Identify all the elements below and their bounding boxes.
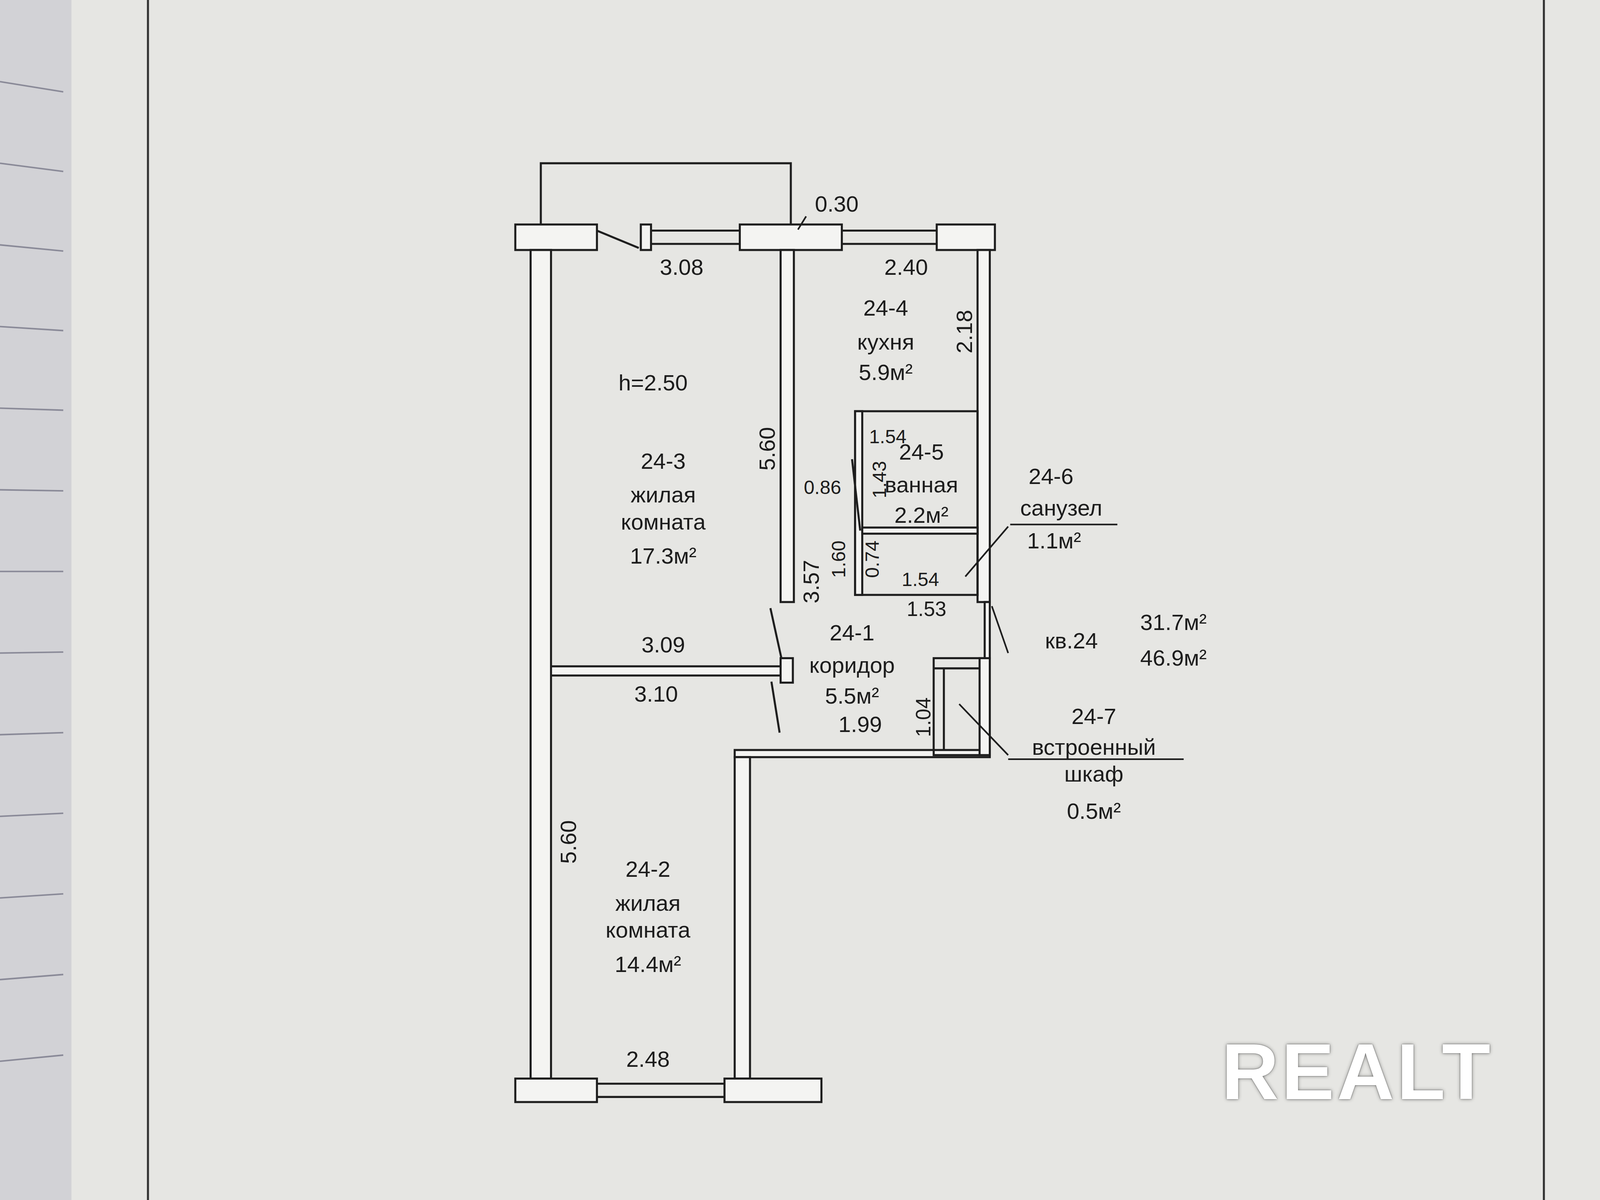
dimension: 3.10 [634, 681, 678, 707]
dimension: 1.99 [838, 712, 882, 737]
room-name: жилая комната [592, 481, 735, 535]
room-area: 24-3 жилая комната 17.3м² [551, 255, 781, 667]
dimension: 5.60 [755, 427, 780, 471]
dimension: 1.53 [906, 598, 947, 621]
walls [515, 163, 995, 1102]
dimension: 0.86 [803, 477, 841, 499]
room-area-value: 1.1м² [1027, 527, 1082, 554]
plan-note: кв.24 [1045, 628, 1098, 654]
room-name: санузел [1020, 494, 1103, 522]
room-area: 24-7 встроенный шкаф 0.5м² [1005, 696, 1194, 825]
dimension: 3.57 [798, 560, 824, 604]
room-number: 24-3 [640, 447, 686, 475]
room-number: 24-1 [829, 619, 875, 646]
room-area-value: 14.4м² [614, 950, 682, 978]
room-area: 24-6 санузел 1.1м² [1005, 459, 1123, 556]
notebook-edge [0, 0, 72, 1200]
dimension: 3.09 [641, 632, 686, 658]
room-name: кухня [857, 328, 914, 356]
dimension: 1.60 [828, 540, 850, 578]
dimension: 0.74 [862, 540, 884, 578]
room-name: встроенный шкаф [1017, 733, 1171, 787]
plan-note: 31.7м² [1140, 610, 1207, 635]
plan-note: h=2.50 [618, 370, 688, 396]
dimension: 2.18 [952, 310, 977, 354]
room-area-value: 0.5м² [1066, 797, 1121, 825]
dimension: 3.08 [660, 255, 704, 280]
watermark: REALT [1221, 1027, 1494, 1116]
notebook-lines [0, 81, 64, 1062]
room-number: 24-2 [625, 856, 671, 883]
dimension: 0.30 [814, 191, 859, 217]
page-frame [146, 0, 149, 1200]
leader-lines [798, 216, 1184, 760]
plan-note: 46.9м² [1140, 646, 1207, 671]
room-area-value: 17.3м² [630, 542, 697, 570]
windows-doors [596, 230, 980, 1098]
dimension: 1.04 [912, 697, 935, 738]
dimension: 5.60 [556, 820, 581, 864]
page-frame [1542, 0, 1545, 1200]
room-name: коридор [809, 652, 895, 679]
room-name: ванная [884, 471, 959, 498]
dimension: 1.54 [901, 569, 939, 591]
dimension: 2.48 [626, 1046, 670, 1072]
room-number: 24-6 [1028, 463, 1074, 490]
dimension: 2.40 [884, 255, 928, 280]
room-area: 24-2 жилая комната 14.4м² [551, 678, 735, 1077]
dimension: 1.43 [869, 460, 891, 498]
room-area-value: 2.2м² [894, 502, 949, 529]
dimension: 1.54 [869, 426, 907, 448]
room-area-value: 5.5м² [825, 682, 880, 710]
room-area-value: 5.9м² [858, 359, 913, 386]
room-number: 24-7 [1071, 702, 1117, 730]
room-name: жилая комната [576, 889, 720, 944]
room-number: 24-4 [863, 294, 908, 322]
